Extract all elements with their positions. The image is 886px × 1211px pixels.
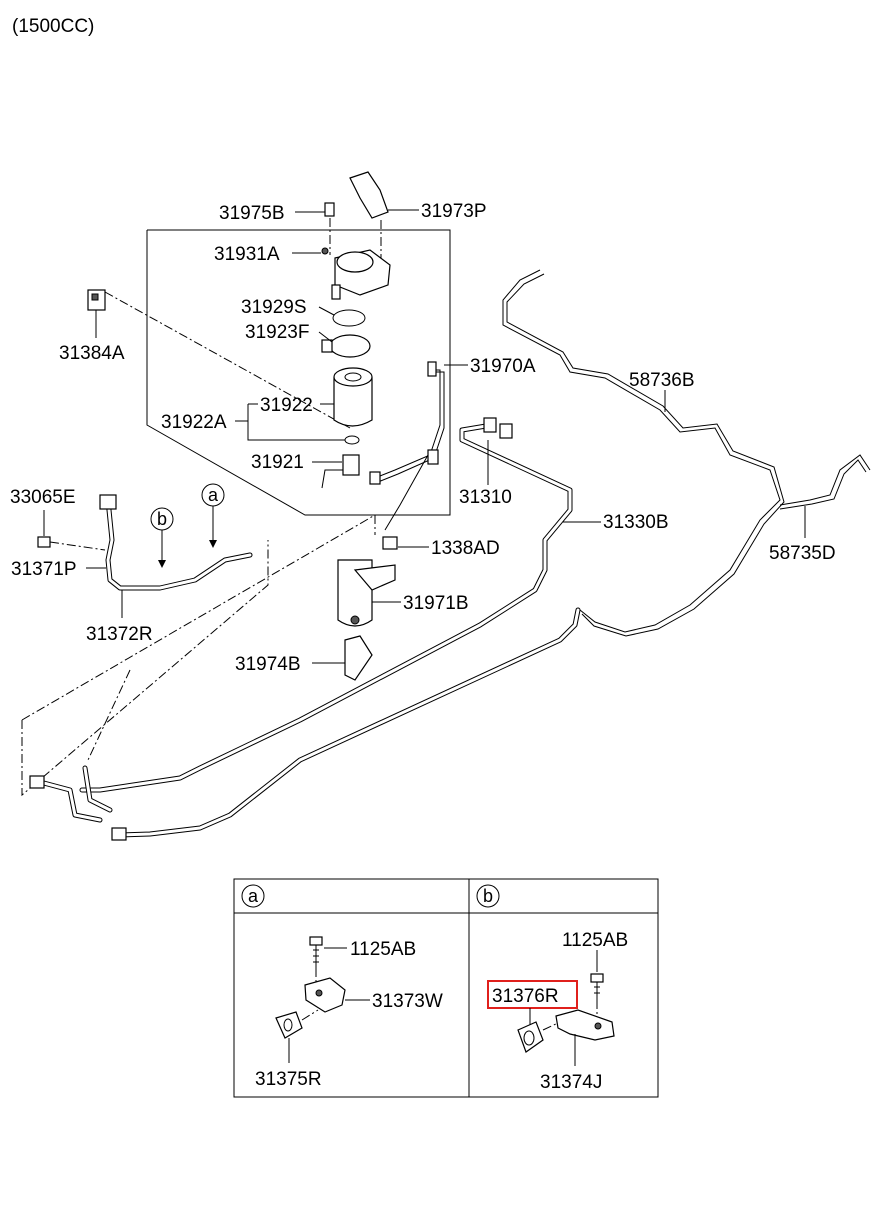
callout-58735D: 58735D	[769, 543, 836, 564]
fuel-lines	[37, 269, 871, 838]
callout-1338AD: 1338AD	[431, 538, 500, 559]
connector-31371P-icon	[99, 494, 117, 510]
clip-31384A-icon	[87, 289, 106, 311]
callout-31921: 31921	[251, 452, 304, 473]
detail-a-clip-label: 31375R	[255, 1069, 322, 1090]
detail-table: a 1125AB 31373W	[233, 878, 659, 1098]
circle-ref-b: b	[150, 507, 174, 568]
callout-31970A: 31970A	[470, 356, 536, 377]
cap-33065E-icon	[37, 536, 51, 548]
callout-31384A: 31384A	[59, 343, 125, 364]
cap-33065E-leader	[49, 541, 106, 551]
callouts: 31975B 31973P 31931A 31929S 31923F 31384…	[10, 201, 836, 675]
callout-31923F: 31923F	[245, 322, 309, 343]
sensor-31923F-icon	[321, 334, 371, 358]
bracket-31974B-icon	[344, 615, 373, 681]
detail-cell-b: b 1125AB 31376R	[476, 884, 628, 1093]
detail-b-bolt-label: 1125AB	[562, 930, 628, 951]
callout-31372R: 31372R	[86, 624, 153, 645]
detail-b-bracket-label: 31374J	[540, 1072, 602, 1093]
highlight-box	[487, 980, 578, 1009]
detail-b-clip-label: 31376R	[492, 986, 559, 1007]
callout-33065E: 33065E	[10, 487, 76, 508]
circle-ref-a: a	[201, 483, 225, 548]
plug-31975B-icon	[324, 202, 335, 255]
callout-31310: 31310	[459, 487, 512, 508]
detail-a-bolt-label: 1125AB	[350, 939, 416, 960]
callout-31929S: 31929S	[241, 297, 307, 318]
oring-31922A-icon	[344, 435, 360, 445]
callout-31973P: 31973P	[421, 201, 487, 222]
callout-31330B: 31330B	[603, 512, 669, 533]
filter-element-31922-icon	[333, 367, 373, 427]
reference-lines	[21, 291, 376, 797]
detail-tag-b: b	[483, 886, 493, 906]
fuel-filter-box	[146, 229, 451, 516]
bracket-31971B-icon	[337, 559, 396, 627]
connector-31310-icon	[483, 417, 513, 439]
bracket-31373W-icon	[304, 977, 346, 1013]
svg-text:b: b	[157, 509, 167, 529]
oring-31931A-icon	[321, 247, 329, 255]
clip-31376R-icon	[517, 1021, 561, 1053]
line-fittings	[29, 361, 439, 841]
seal-31929S-icon	[332, 309, 366, 327]
callout-31922: 31922	[260, 395, 313, 416]
bolt-1125AB-b-icon	[590, 973, 604, 1018]
callout-31371P: 31371P	[11, 559, 77, 580]
clip-31375R-icon	[275, 1009, 319, 1039]
filter-head-icon	[331, 249, 391, 300]
callout-31922A: 31922A	[161, 412, 227, 433]
callout-31931A: 31931A	[214, 244, 280, 265]
engine-variant-label: (1500CC)	[12, 16, 94, 37]
nut-1338AD-icon	[382, 536, 398, 550]
svg-text:a: a	[208, 485, 219, 505]
detail-cell-a: a 1125AB 31373W	[241, 884, 443, 1090]
bracket-31374J-icon	[555, 1009, 615, 1041]
detail-a-bracket-label: 31373W	[372, 991, 443, 1012]
detail-tag-a: a	[248, 886, 259, 906]
drain-31921-icon	[321, 454, 360, 489]
bracket-31973P-icon	[349, 171, 389, 265]
callout-31975B: 31975B	[219, 203, 285, 224]
callout-31971B: 31971B	[403, 593, 469, 614]
callout-31974B: 31974B	[235, 654, 301, 675]
callout-58736B: 58736B	[629, 370, 695, 391]
